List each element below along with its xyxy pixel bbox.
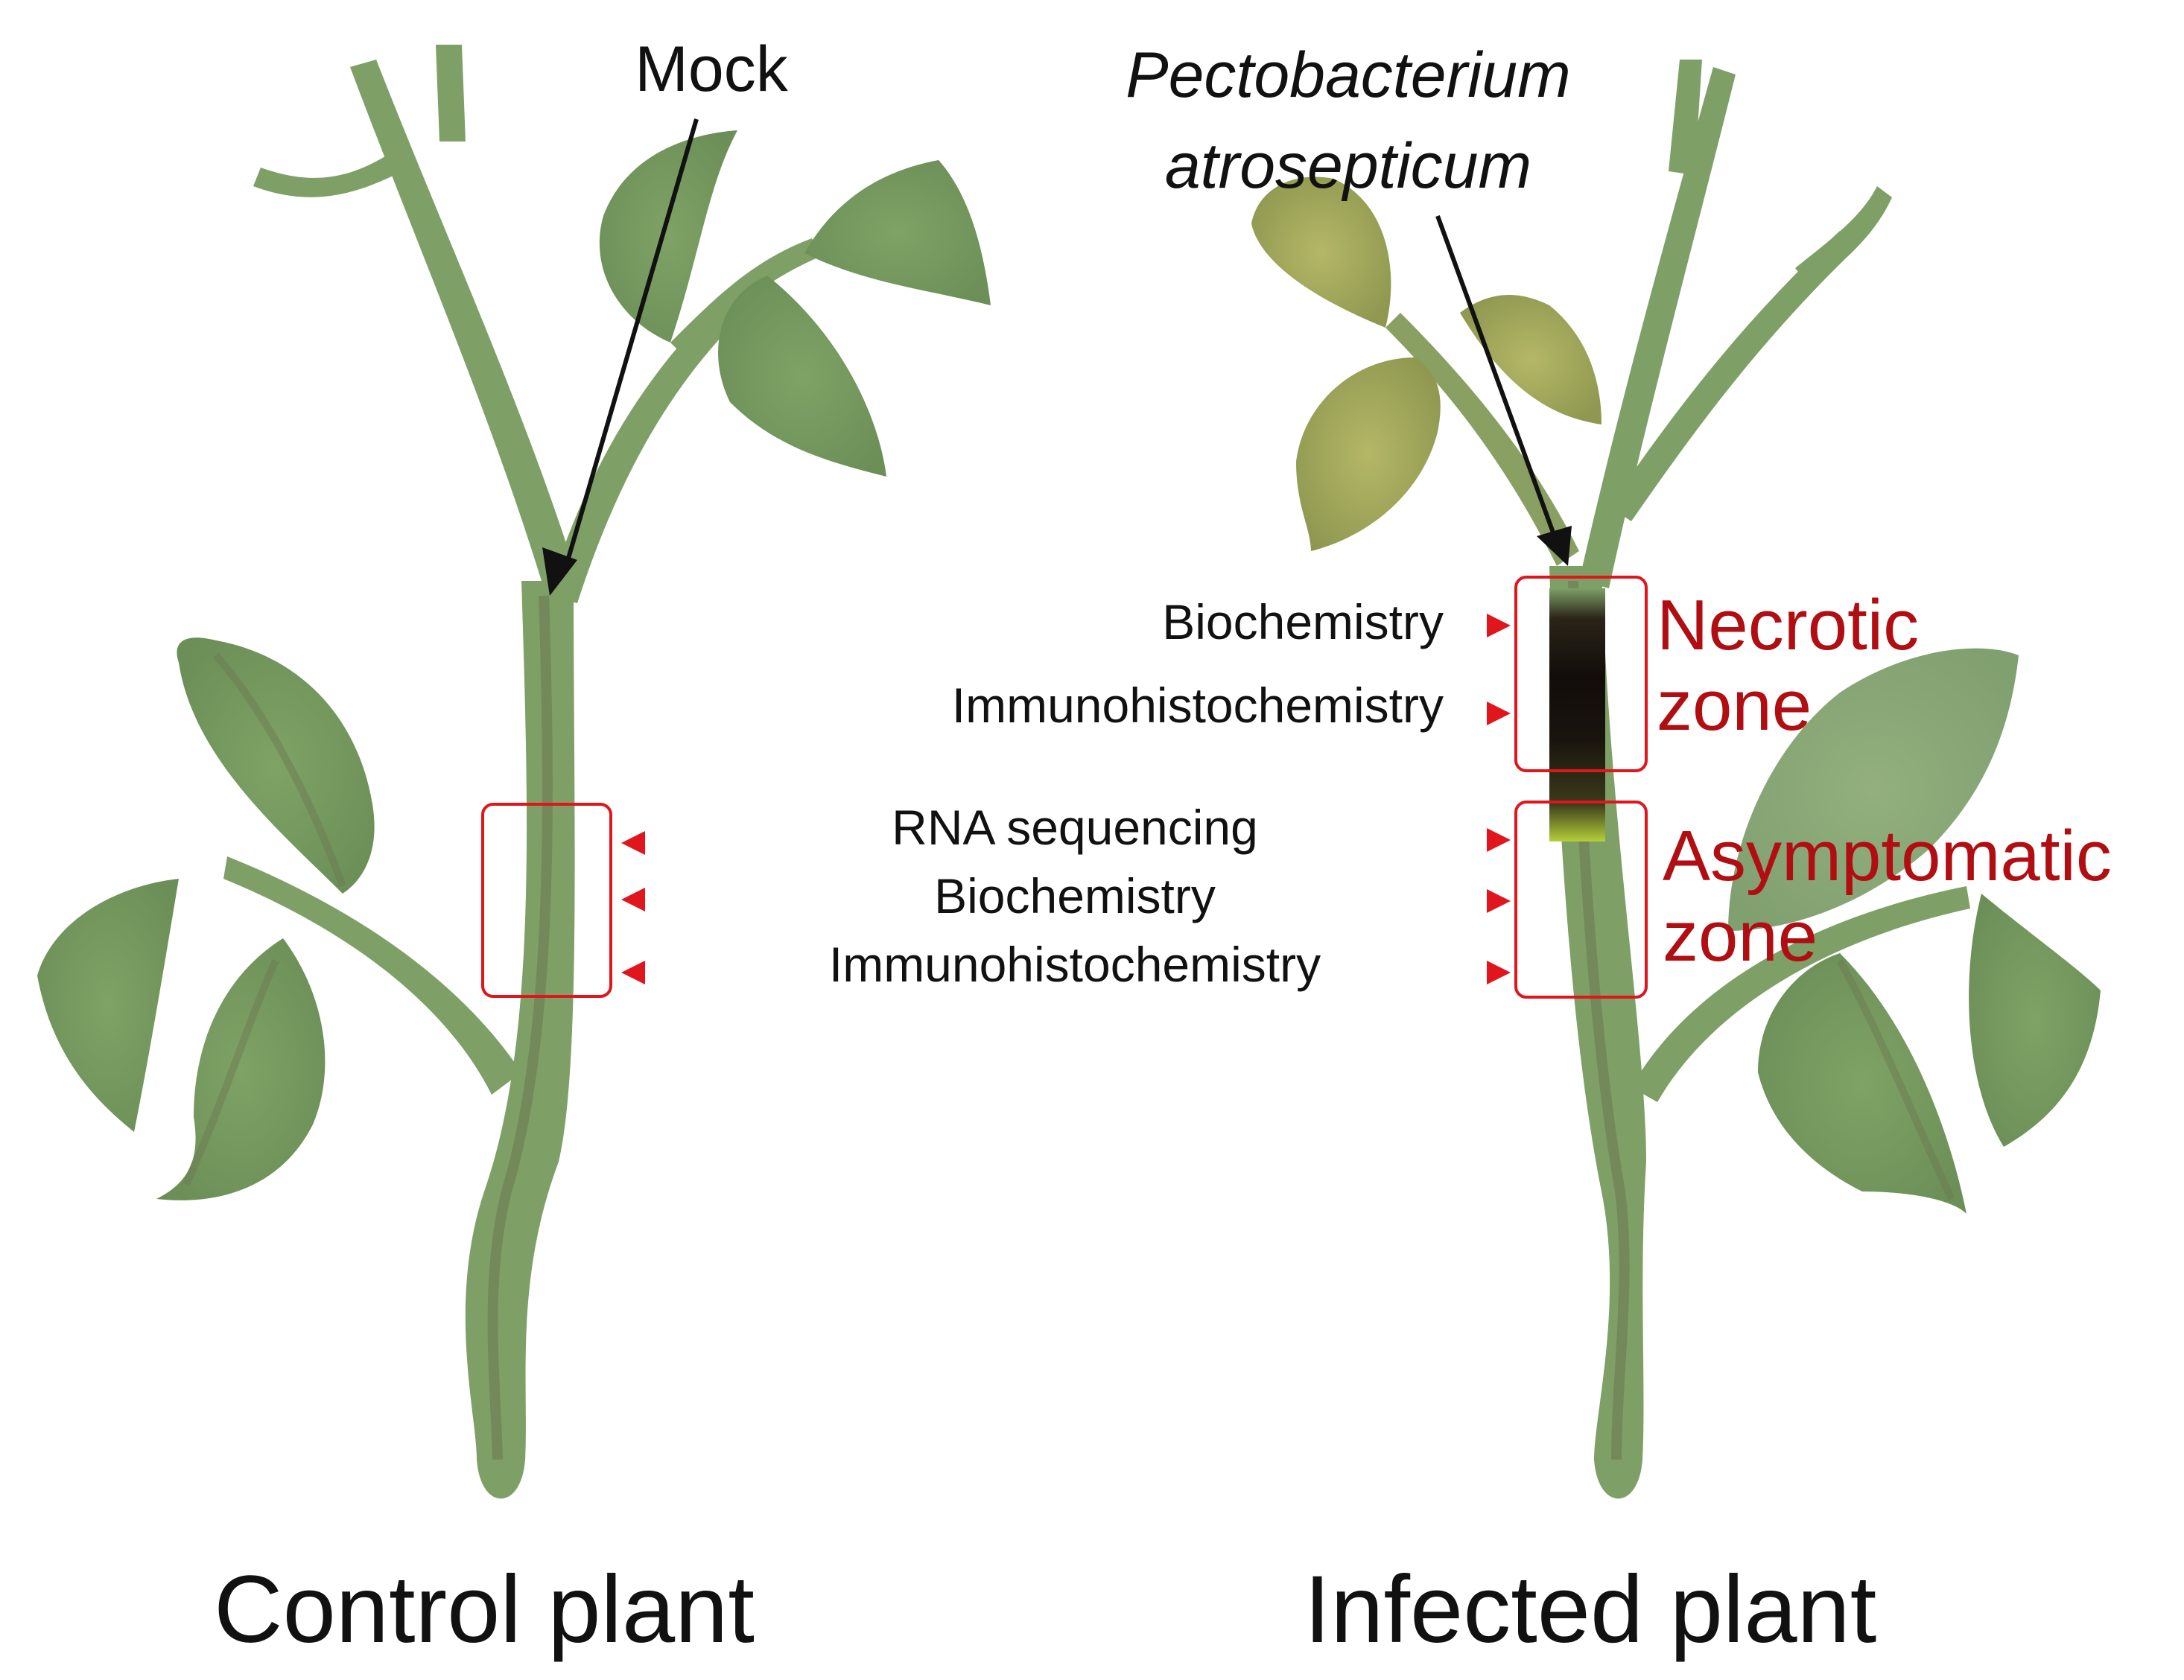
pathogen-label-line1: Pectobacterium	[1126, 39, 1571, 111]
shared-method-immunohistochemistry: Immunohistochemistry	[829, 937, 1321, 992]
asymptomatic-marker-rna	[1487, 828, 1511, 852]
infected-leaf-low	[1758, 953, 1966, 1214]
mock-arrow	[542, 118, 699, 596]
control-leaf-left	[37, 879, 179, 1132]
control-twig-left	[253, 153, 402, 197]
infected-branch-lower	[1631, 886, 1970, 1102]
necrotic-method-immunohistochemistry: Immunohistochemistry	[952, 678, 1444, 733]
infected-plant-title: Infected plant	[1304, 1556, 1877, 1663]
infected-plant	[1251, 60, 2101, 1499]
control-leaf-vein-2	[182, 958, 279, 1186]
necrotic-zone-box	[1514, 576, 1648, 772]
control-plant-title: Control plant	[214, 1556, 755, 1663]
necrotic-method-biochemistry: Biochemistry	[1162, 594, 1444, 649]
control-branch-right	[547, 268, 775, 603]
control-leaf-mid-upper	[177, 637, 375, 894]
control-sampling-box	[481, 803, 612, 998]
control-leaf-vein-1	[213, 652, 346, 888]
control-branch-left	[350, 60, 574, 588]
infected-twig-right	[1795, 186, 1892, 287]
control-leaf-top-3	[718, 276, 886, 477]
infected-branch-wilted	[1385, 313, 1579, 566]
necrotic-zone-label-1: Necrotic	[1657, 585, 1919, 665]
mock-label: Mock	[635, 34, 788, 105]
necrotic-marker-biochem	[1487, 614, 1511, 637]
infected-twig-top	[1669, 60, 1702, 175]
pathogen-label-line2: atrosepticum	[1165, 130, 1531, 202]
control-leaf-low	[156, 938, 326, 1200]
asymptomatic-zone-label-1: Asymptomatic	[1663, 816, 2112, 896]
asymptomatic-marker-ihc	[1487, 961, 1511, 984]
asymptomatic-zone-label-2: zone	[1663, 897, 1818, 976]
control-branch-lower	[223, 856, 521, 1095]
control-marker-rna	[621, 831, 645, 855]
infected-leaf-right	[1969, 894, 2101, 1147]
control-leaf-top-2	[804, 160, 991, 305]
infected-leaf-wilted-2	[1296, 357, 1441, 551]
necrotic-band	[1549, 588, 1605, 841]
control-marker-ihc	[621, 961, 645, 984]
necrotic-marker-ihc	[1487, 701, 1511, 725]
infected-leaf-wilted-1	[1251, 176, 1391, 328]
infected-branch-right	[1609, 231, 1855, 521]
infected-leaf-mid-upper	[1728, 648, 2019, 931]
control-twig-top	[436, 45, 466, 141]
control-plant	[37, 45, 991, 1499]
necrotic-zone-label-2: zone	[1657, 666, 1812, 745]
infected-leaf-vein	[1836, 958, 1955, 1201]
control-marker-biochem	[621, 888, 645, 911]
pathogen-arrow	[1435, 214, 1572, 566]
infected-branch-main-upper	[1579, 67, 1736, 588]
shared-method-rna-sequencing: RNA sequencing	[892, 800, 1258, 855]
shared-method-biochemistry: Biochemistry	[934, 868, 1216, 923]
infected-leaf-wilted-3	[1460, 295, 1602, 424]
control-leaf-top-1	[599, 130, 737, 343]
control-stem-vein	[487, 595, 553, 1460]
asymptomatic-marker-biochem	[1487, 889, 1511, 913]
asymptomatic-zone-box	[1514, 801, 1648, 999]
